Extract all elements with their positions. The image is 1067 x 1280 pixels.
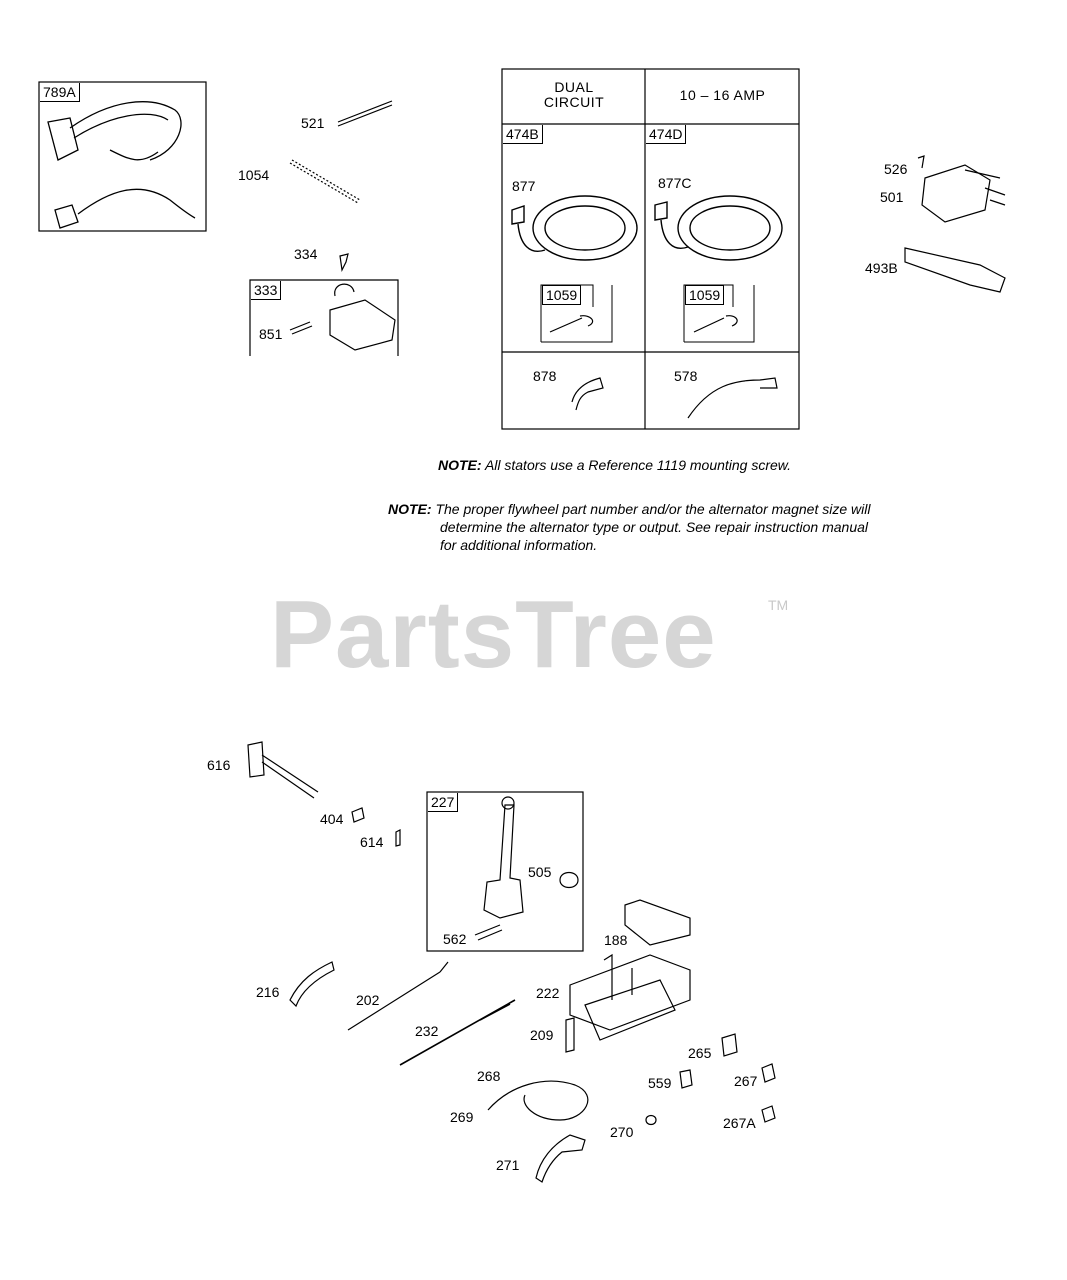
part-268-cable — [487, 1080, 589, 1121]
part-616-shaft — [247, 741, 319, 799]
note-1-text: All stators use a Reference 1119 mountin… — [484, 457, 792, 473]
label-222: 222 — [536, 985, 560, 1001]
group-box-333 — [249, 279, 399, 356]
part-526-screw — [917, 155, 925, 169]
watermark-trademark: TM — [768, 597, 789, 613]
group-tag-333: 333 — [251, 281, 282, 300]
note-1-label: NOTE: — [438, 457, 482, 473]
label-616: 616 — [207, 757, 231, 773]
label-877c: 877C — [658, 175, 692, 191]
part-578-wire — [687, 377, 778, 419]
note-2: NOTE: The proper flywheel part number an… — [388, 500, 870, 518]
label-216: 216 — [256, 984, 280, 1000]
group-box-227 — [426, 791, 584, 952]
label-267: 267 — [734, 1073, 758, 1089]
part-521-rod — [337, 100, 393, 127]
label-334: 334 — [294, 246, 318, 262]
part-227-lever — [474, 796, 524, 941]
note-2-line-2: determine the alternator type or output.… — [440, 519, 869, 535]
part-505-bushing — [559, 871, 579, 889]
group-tag-474d: 474D — [646, 125, 687, 144]
part-1059-screw-a — [549, 315, 594, 333]
part-334-screw — [339, 253, 349, 272]
group-tag-474b: 474B — [503, 125, 543, 144]
part-216-link — [289, 961, 335, 1008]
part-878-connector — [571, 377, 604, 411]
part-877c-stator — [654, 195, 783, 261]
label-270: 270 — [610, 1124, 634, 1140]
label-265: 265 — [688, 1045, 712, 1061]
part-1059-screw-b — [693, 315, 738, 333]
label-267a: 267A — [723, 1115, 756, 1131]
part-202-rod — [347, 961, 449, 1031]
part-267a-screw — [761, 1105, 776, 1123]
note-2-line-1: The proper flywheel part number and/or t… — [435, 501, 871, 517]
part-232-cable — [399, 999, 516, 1066]
part-271-lever — [535, 1134, 586, 1183]
label-521: 521 — [301, 115, 325, 131]
part-209-spring — [565, 1017, 575, 1053]
label-851: 851 — [259, 326, 283, 342]
part-877-stator — [511, 195, 638, 261]
label-501: 501 — [880, 189, 904, 205]
label-209: 209 — [530, 1027, 554, 1043]
label-526: 526 — [884, 161, 908, 177]
part-501-regulator — [921, 164, 1006, 223]
table-header-dual-circuit: DUAL CIRCUIT — [543, 79, 605, 110]
label-559: 559 — [648, 1075, 672, 1091]
group-tag-227: 227 — [428, 793, 459, 812]
group-tag-789a: 789A — [40, 83, 80, 102]
group-tag-1059b: 1059 — [685, 285, 725, 305]
watermark: PartsTree — [270, 581, 717, 688]
part-789a-harness — [47, 101, 196, 229]
label-202: 202 — [356, 992, 380, 1008]
label-232: 232 — [415, 1023, 439, 1039]
part-559-screw — [679, 1069, 693, 1089]
label-562: 562 — [443, 931, 467, 947]
label-269: 269 — [450, 1109, 474, 1125]
part-614-pin — [395, 829, 401, 847]
part-333-module — [289, 283, 396, 351]
label-614: 614 — [360, 834, 384, 850]
group-tag-1059a: 1059 — [542, 285, 582, 305]
label-493b: 493B — [865, 260, 898, 276]
table-header-amp: 10 – 16 AMP — [679, 87, 766, 103]
note-2-label: NOTE: — [388, 501, 432, 517]
label-505: 505 — [528, 864, 552, 880]
group-box-789a — [38, 81, 207, 232]
part-267-screw — [761, 1063, 776, 1083]
label-268: 268 — [477, 1068, 501, 1084]
label-188: 188 — [604, 932, 628, 948]
label-1054: 1054 — [238, 167, 270, 183]
part-270-washer — [645, 1114, 657, 1126]
part-1054-tie — [289, 159, 361, 204]
part-493b-bracket — [904, 247, 1006, 293]
part-188-bracket — [603, 899, 691, 975]
label-578: 578 — [674, 368, 698, 384]
note-2-line-3: for additional information. — [440, 537, 598, 553]
stator-table — [501, 68, 800, 430]
label-404: 404 — [320, 811, 344, 827]
label-878: 878 — [533, 368, 557, 384]
label-877: 877 — [512, 178, 536, 194]
part-265-clip — [721, 1033, 738, 1057]
note-1: NOTE: All stators use a Reference 1119 m… — [438, 456, 791, 474]
label-271: 271 — [496, 1157, 520, 1173]
part-222-assembly — [569, 954, 691, 1041]
part-404-nut — [351, 807, 365, 823]
